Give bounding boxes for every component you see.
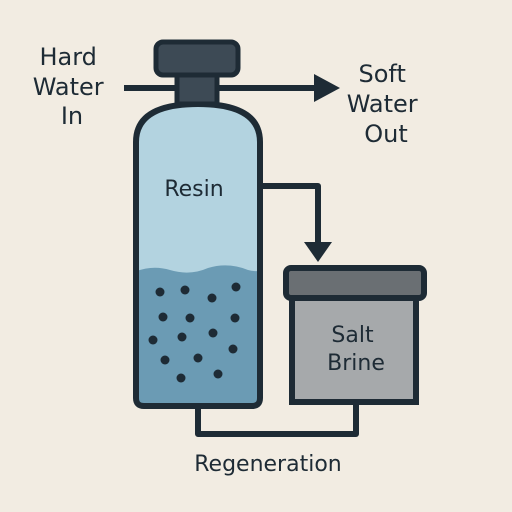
regeneration-label: Regeneration — [194, 452, 341, 477]
resin-tank — [133, 100, 263, 409]
tank-neck — [174, 71, 220, 107]
hard-water-in-label: Hard Water In — [33, 43, 112, 130]
tank-cap — [153, 39, 241, 78]
brine-feed-pipe — [258, 183, 321, 248]
brine-tank — [283, 265, 427, 405]
soft-water-out-label: Soft Water Out — [347, 60, 426, 148]
brine-feed-arrowhead — [304, 242, 332, 262]
outflow-arrowhead — [314, 74, 340, 102]
brine-tank-lid — [283, 265, 427, 301]
water-surface — [136, 265, 260, 406]
regeneration-pipe — [195, 398, 359, 437]
salt-brine-label: Salt Brine — [327, 323, 385, 376]
resin-beads — [148, 282, 241, 383]
resin-label: Resin — [164, 177, 223, 202]
